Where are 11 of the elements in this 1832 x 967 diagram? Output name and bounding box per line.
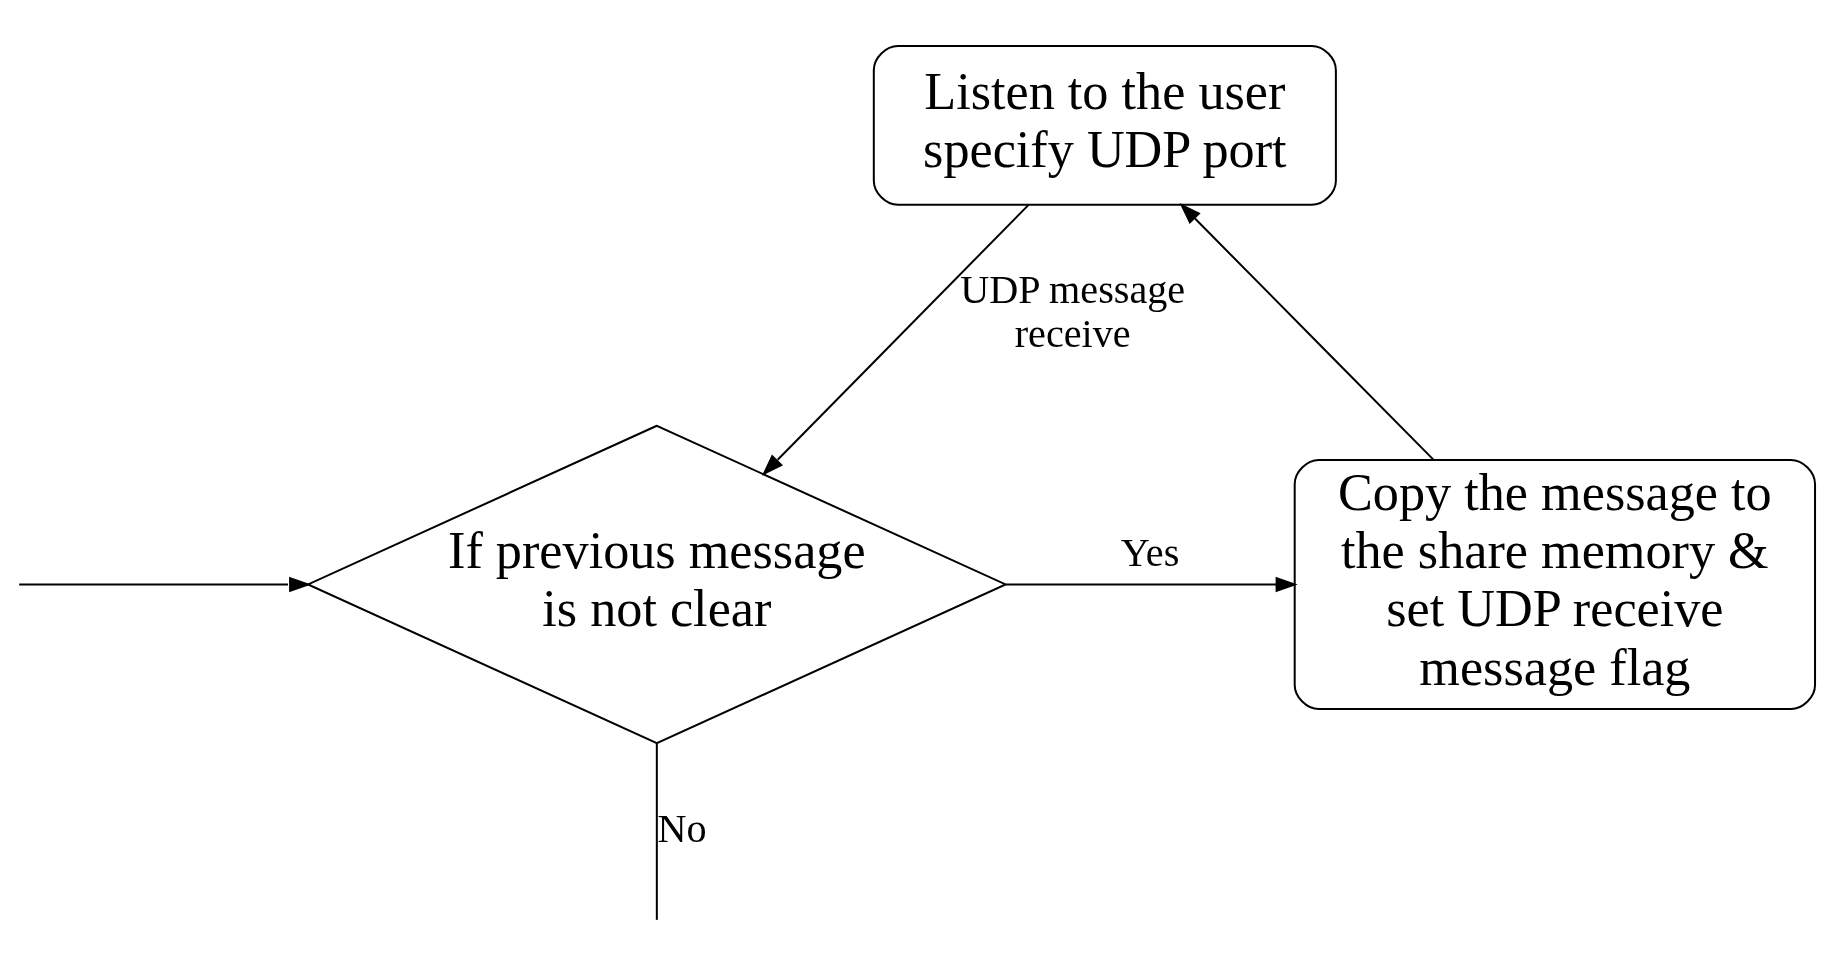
arrow xyxy=(1179,202,1435,460)
node-box: Copy the message to the share memory & set UDP receive message flag xyxy=(1293,458,1817,710)
edge-label: UDP message receive xyxy=(960,266,1186,356)
node-box: Listen to the user specify UDP port xyxy=(872,44,1337,206)
edge-label: Yes xyxy=(1120,529,1180,575)
arrow xyxy=(19,576,312,592)
connector xyxy=(655,742,658,920)
arrow xyxy=(761,203,1030,476)
edge-label: No xyxy=(657,805,707,851)
node-diamond: If previous message is not clear xyxy=(305,424,1009,744)
arrow xyxy=(1005,576,1298,592)
